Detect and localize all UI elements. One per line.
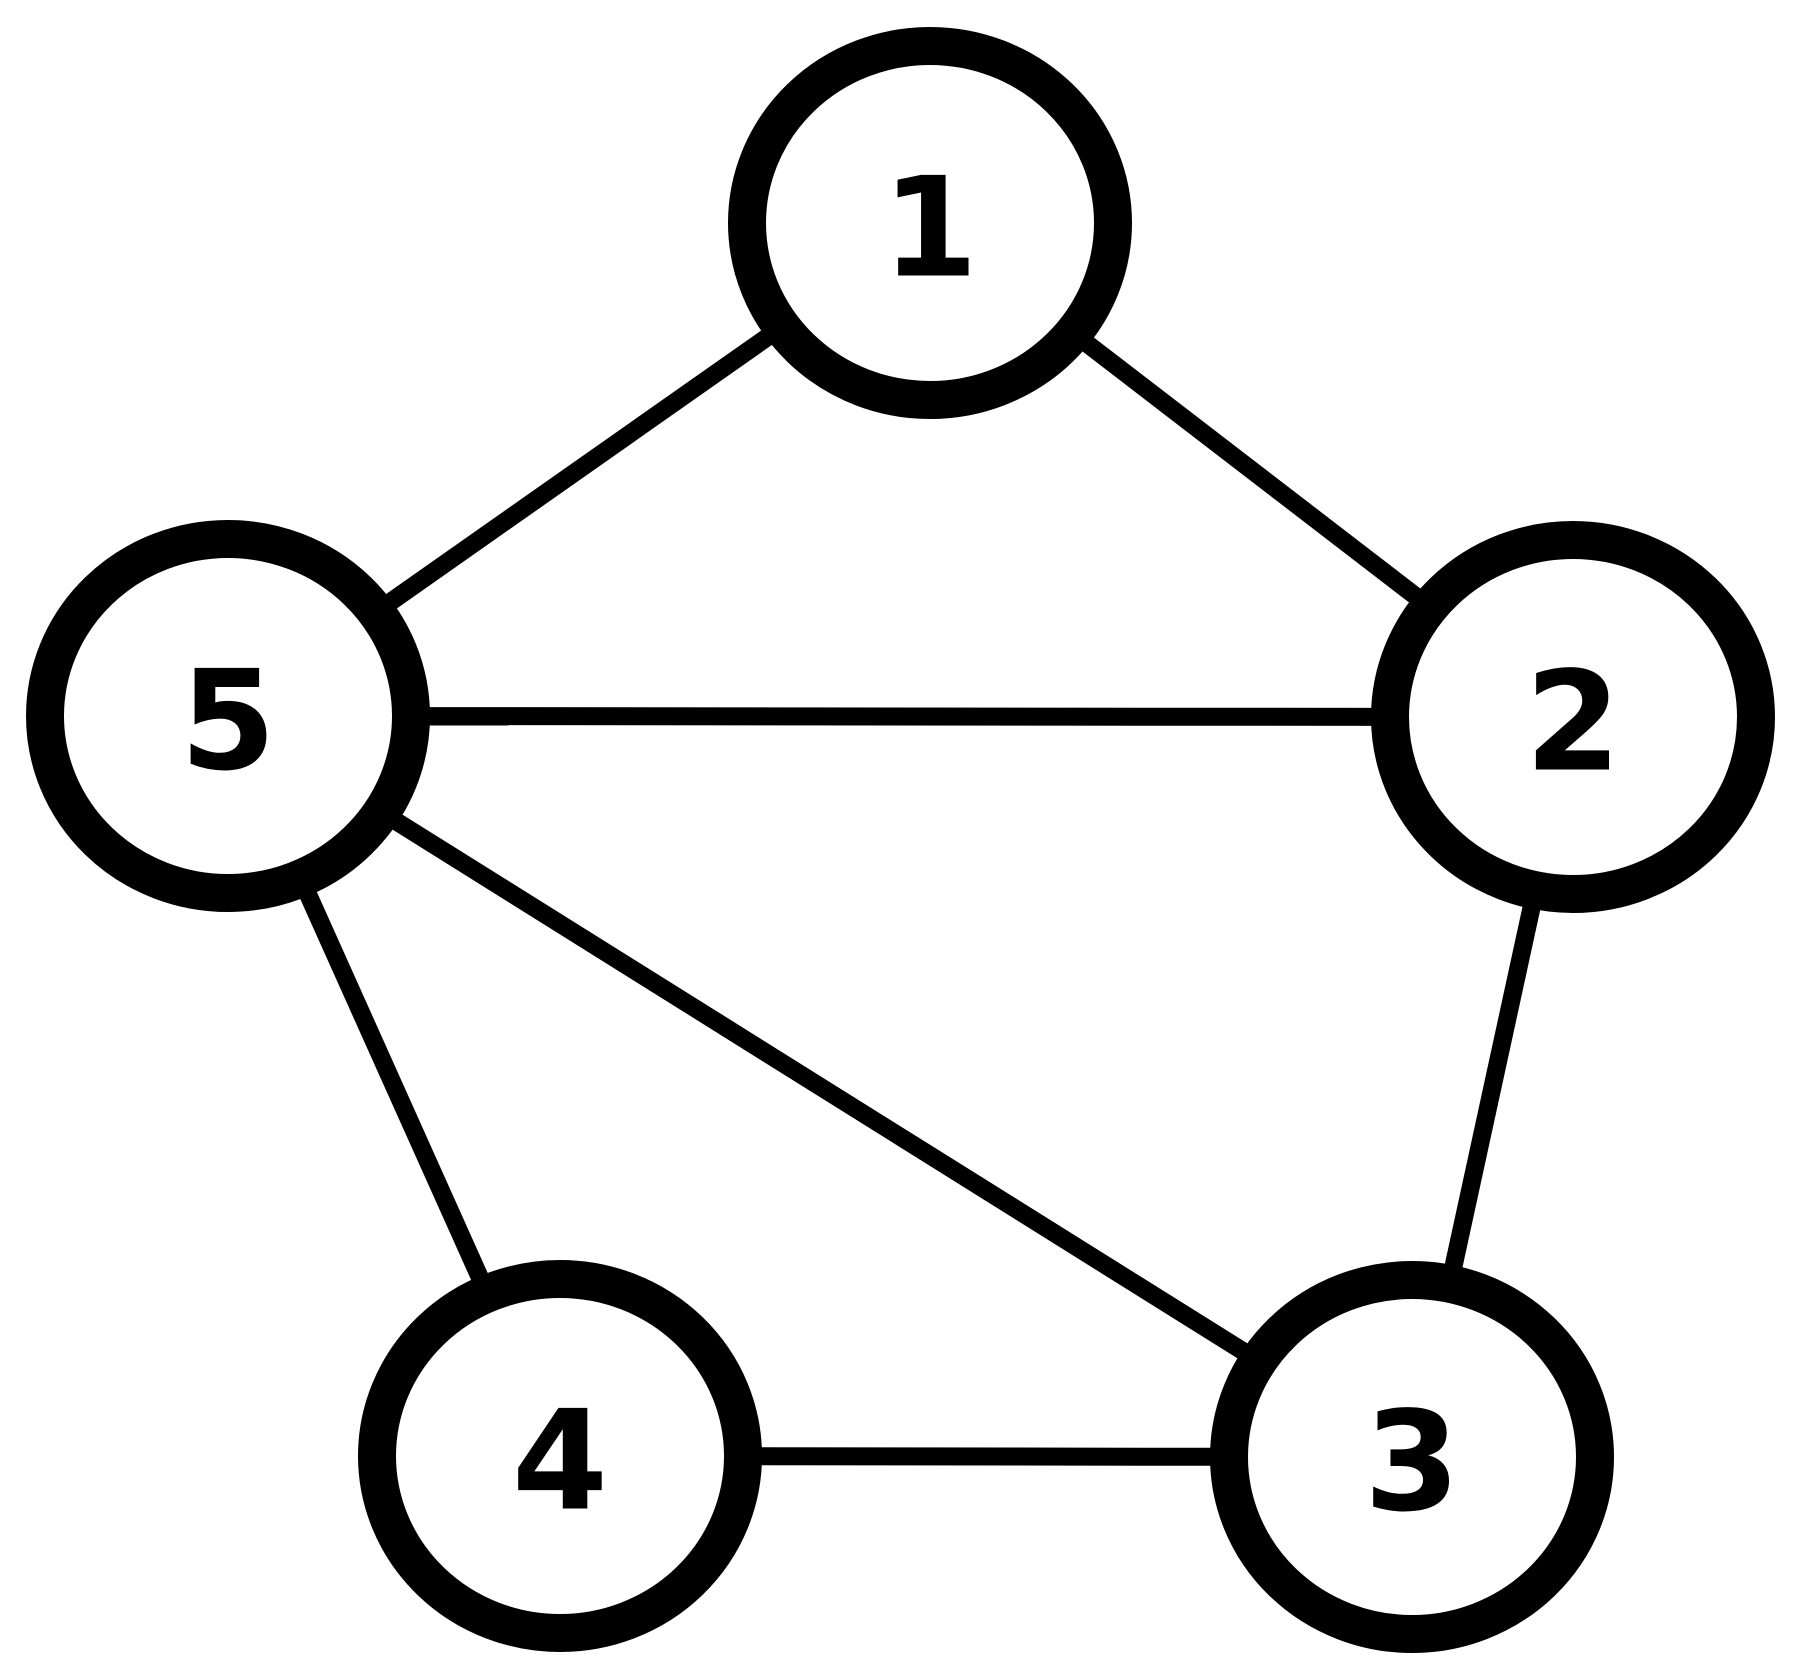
node-5: 5	[26, 520, 430, 912]
node-4: 4	[358, 1260, 762, 1652]
edge-4-5	[292, 874, 496, 1298]
node-3-label: 3	[1364, 1382, 1460, 1543]
node-3-circle	[1210, 1261, 1614, 1653]
node-1-circle	[728, 27, 1132, 419]
node-1-label: 1	[882, 148, 978, 309]
node-2-circle	[1371, 521, 1775, 913]
node-5-circle	[26, 520, 430, 912]
node-4-label: 4	[512, 1381, 608, 1542]
edge-2-5	[410, 707, 1391, 726]
node-1: 1	[728, 27, 1132, 419]
nodes-layer: 1 2 3 4 5	[26, 27, 1775, 1653]
node-3: 3	[1210, 1261, 1614, 1653]
edge-3-5	[376, 804, 1264, 1369]
edges-layer	[292, 319, 1545, 1466]
edge-2-3	[1440, 888, 1545, 1286]
edge-1-2	[1067, 325, 1436, 615]
edge-1-5	[371, 319, 787, 620]
node-4-circle	[358, 1260, 762, 1652]
node-5-label: 5	[180, 641, 276, 802]
node-2-label: 2	[1525, 642, 1621, 803]
edge-3-4	[742, 1447, 1230, 1466]
node-2: 2	[1371, 521, 1775, 913]
